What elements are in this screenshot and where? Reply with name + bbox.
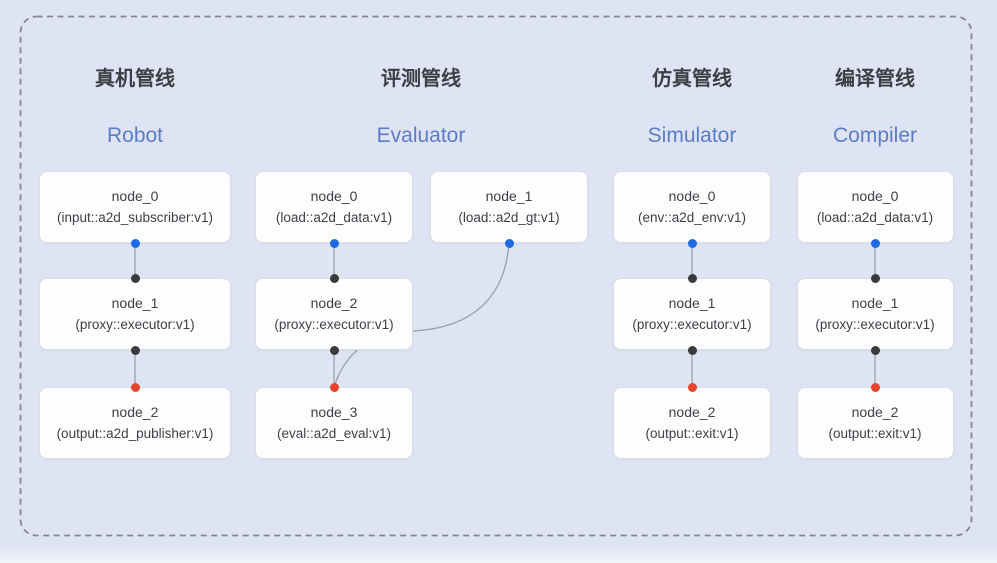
- node-type: (load::a2d_data:v1): [816, 210, 934, 225]
- simulator-node_1-bottom-port-dot: [687, 345, 697, 355]
- compiler-node_0-bottom-port-dot: [870, 238, 880, 248]
- simulator-node_2-top-port-dot: [687, 382, 697, 392]
- evaluator-node_3-top-port-dot: [329, 382, 339, 392]
- compiler-node_1-top-port-dot: [870, 273, 880, 283]
- node-name: node_3: [310, 404, 358, 420]
- evaluator-node_0-bottom-port-dot: [329, 238, 339, 248]
- node-card-evaluator-node_2: node_2(proxy::executor:v1): [255, 278, 413, 350]
- node-type: (output::exit:v1): [828, 426, 922, 441]
- robot-node_0-bottom-port-dot: [130, 238, 140, 248]
- compiler-node_2-top-port-dot: [870, 382, 880, 392]
- pipeline-title-en-robot: Robot: [106, 124, 164, 147]
- node-name: node_2: [851, 404, 899, 420]
- node-card-simulator-node_0: node_0(env::a2d_env:v1): [613, 171, 771, 243]
- node-type: (proxy::executor:v1): [815, 317, 935, 332]
- node-type: (proxy::executor:v1): [75, 317, 195, 332]
- node-card-robot-node_0: node_0(input::a2d_subscriber:v1): [39, 171, 231, 243]
- node-card-evaluator-node_1: node_1(load::a2d_gt:v1): [430, 171, 588, 243]
- node-type: (proxy::executor:v1): [274, 317, 394, 332]
- node-type: (env::a2d_env:v1): [637, 210, 747, 225]
- node-type: (output::a2d_publisher:v1): [56, 426, 214, 441]
- node-name: node_2: [668, 404, 716, 420]
- node-name: node_0: [851, 188, 899, 204]
- node-name: node_2: [111, 404, 159, 420]
- node-name: node_1: [111, 295, 159, 311]
- pipeline-title-en-evaluator: Evaluator: [376, 124, 466, 147]
- node-card-evaluator-node_0: node_0(load::a2d_data:v1): [255, 171, 413, 243]
- node-card-robot-node_2: node_2(output::a2d_publisher:v1): [39, 387, 231, 459]
- node-name: node_1: [668, 295, 716, 311]
- pipeline-title-en-simulator: Simulator: [647, 124, 737, 147]
- edge-evaluator-node_1-to-node_3: [333, 242, 510, 388]
- node-name: node_1: [851, 295, 899, 311]
- node-name: node_2: [310, 295, 358, 311]
- node-type: (proxy::executor:v1): [632, 317, 752, 332]
- node-card-simulator-node_2: node_2(output::exit:v1): [613, 387, 771, 459]
- node-card-compiler-node_2: node_2(output::exit:v1): [796, 387, 954, 459]
- node-card-evaluator-node_3: node_3(eval::a2d_eval:v1): [255, 387, 413, 459]
- node-name: node_0: [668, 188, 716, 204]
- pipeline-title-zh-robot: 真机管线: [95, 68, 175, 90]
- node-card-robot-node_1: node_1(proxy::executor:v1): [39, 278, 231, 350]
- node-name: node_1: [485, 188, 533, 204]
- node-card-simulator-node_1: node_1(proxy::executor:v1): [613, 278, 771, 350]
- evaluator-node_1-bottom-port-dot: [504, 238, 514, 248]
- dashed-frame: [19, 15, 973, 537]
- node-type: (eval::a2d_eval:v1): [276, 426, 392, 441]
- compiler-node_1-bottom-port-dot: [870, 345, 880, 355]
- node-type: (load::a2d_gt:v1): [458, 210, 560, 225]
- node-type: (output::exit:v1): [645, 426, 739, 441]
- robot-node_2-top-port-dot: [130, 382, 140, 392]
- evaluator-node_2-bottom-port-dot: [329, 345, 339, 355]
- node-type: (load::a2d_data:v1): [275, 210, 393, 225]
- pipeline-title-en-compiler: Compiler: [832, 124, 918, 147]
- node-name: node_0: [111, 188, 159, 204]
- simulator-node_1-top-port-dot: [687, 273, 697, 283]
- node-type: (input::a2d_subscriber:v1): [56, 210, 214, 225]
- node-card-compiler-node_1: node_1(proxy::executor:v1): [796, 278, 954, 350]
- node-name: node_0: [310, 188, 358, 204]
- evaluator-node_2-top-port-dot: [329, 273, 339, 283]
- pipeline-title-zh-simulator: 仿真管线: [652, 68, 732, 90]
- robot-node_1-top-port-dot: [130, 273, 140, 283]
- simulator-node_0-bottom-port-dot: [687, 238, 697, 248]
- robot-node_1-bottom-port-dot: [130, 345, 140, 355]
- pipeline-title-zh-evaluator: 评测管线: [381, 68, 461, 90]
- node-card-compiler-node_0: node_0(load::a2d_data:v1): [796, 171, 954, 243]
- pipeline-title-zh-compiler: 编译管线: [835, 68, 915, 90]
